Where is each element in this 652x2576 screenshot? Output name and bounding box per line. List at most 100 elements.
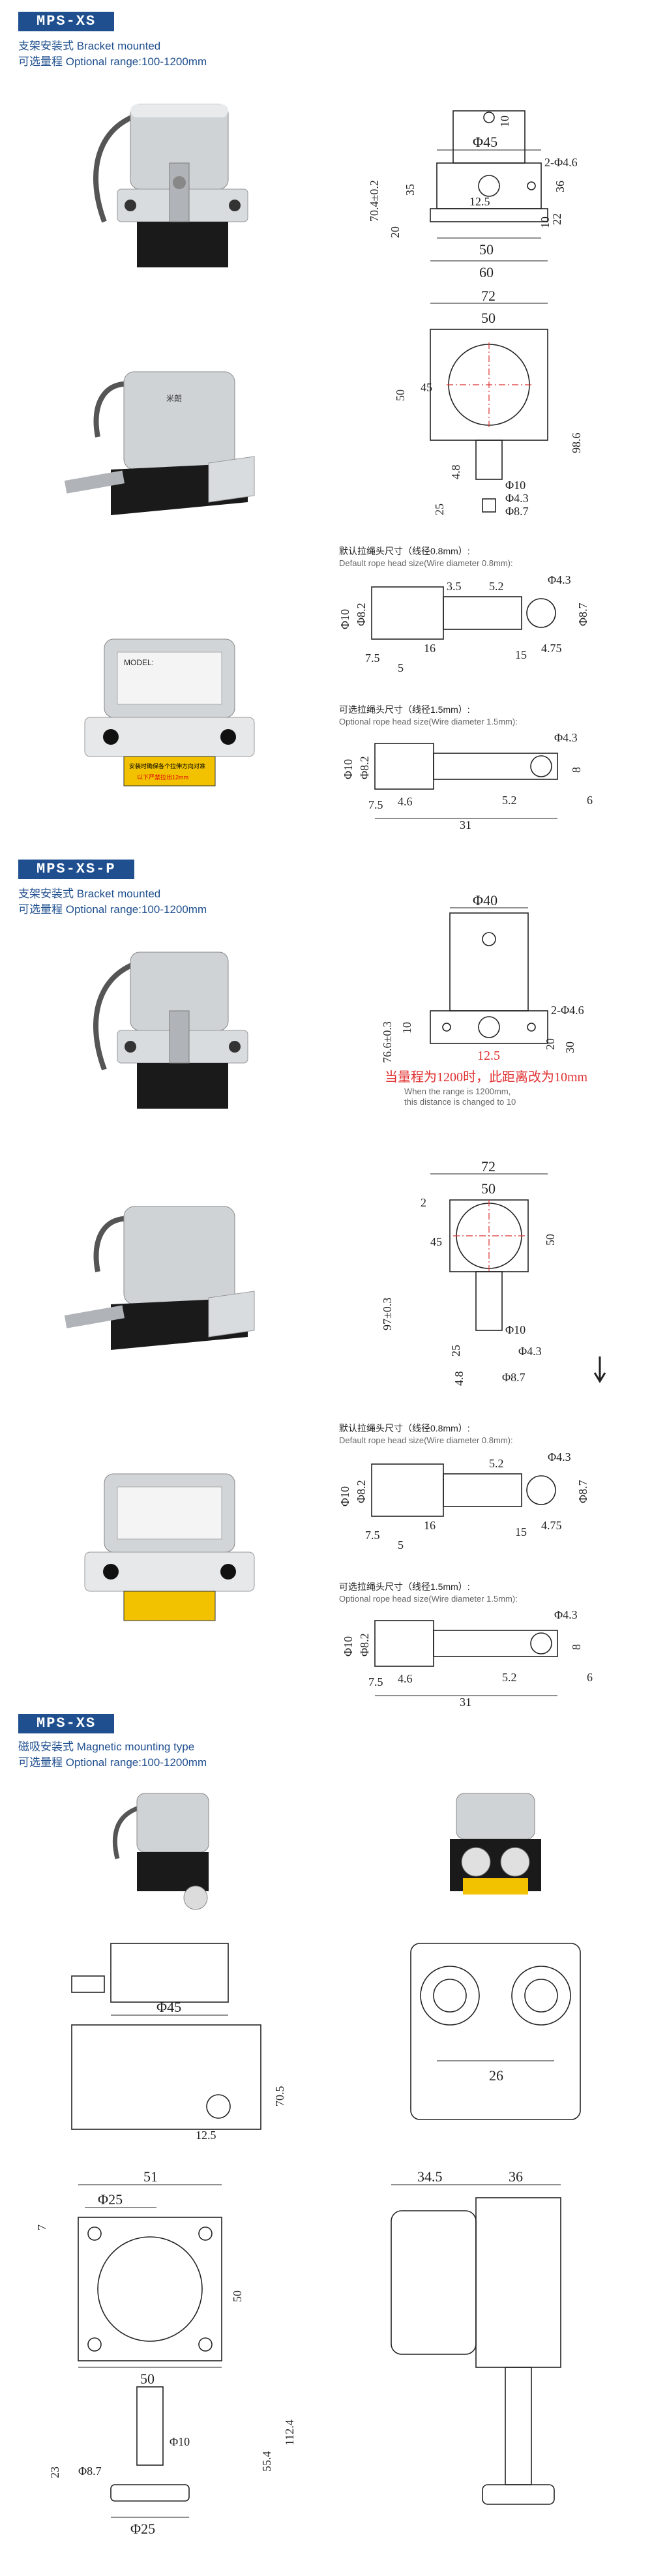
drawing-s2-front: Φ40 76.6±0.3 10 2-Φ4.6 20 30 12.5 当量程为12… [381,893,588,1107]
section2-subtitle: 支架安装式 Bracket mounted [18,888,161,900]
s3-phi45: Φ45 [156,1999,181,2015]
sensor-photo-front [93,104,248,267]
dim-48: 4.8 [449,465,462,480]
s2-phi87: Φ8.7 [502,1371,526,1384]
dim-2-phi46: 2-Φ4.6 [544,156,578,169]
s3-50v: 50 [231,2290,244,2302]
s2-10: 10 [400,1022,413,1034]
s3-1124: 112.4 [283,2419,296,2446]
sensor-photo-p-label [84,1473,255,1621]
s2-50v: 50 [544,1234,557,1246]
head2-31: 31 [460,818,471,831]
rope-head-optional-s1: 可选拉绳头尺寸（线径1.5mm）: Optional rope head siz… [339,704,593,831]
photo-model-label: MODEL: [124,658,154,667]
s2-head2-52: 5.2 [502,1671,517,1684]
s2-head1-phi82: Φ8.2 [355,1480,368,1503]
section1-badge: MPS-XS [18,12,115,31]
s3-26: 26 [489,2067,503,2084]
rope-optional-en: Optional rope head size(Wire diameter 1.… [339,717,518,726]
head1-475: 4.75 [541,642,562,655]
s3-phi25: Φ25 [98,2191,123,2208]
rope-optional-en-s2: Optional rope head size(Wire diameter 1.… [339,1594,518,1604]
rope-default-en-s2: Default rope head size(Wire diameter 0.8… [339,1435,513,1445]
section3-range: 可选量程 Optional range:100-1200mm [18,1756,207,1769]
s3-51: 51 [143,2172,158,2185]
section2-badge: MPS-XS-P [18,860,134,879]
s2-head2-6: 6 [587,1671,593,1684]
head1-phi10: Φ10 [338,609,351,629]
drawing-s1-side: 72 50 45 50 98.6 4.8 25 Φ10 Φ4.3 Φ8.7 [394,290,583,518]
s2-head2-75: 7.5 [368,1675,383,1688]
head1-35: 3.5 [447,580,462,593]
head2-52: 5.2 [502,794,517,807]
dim-986: 98.6 [570,433,583,454]
dim-phi10: Φ10 [505,479,526,492]
s3-125: 12.5 [196,2129,216,2142]
dim-10b: 10 [539,217,552,228]
head1-phi87: Φ8.7 [576,603,589,626]
s2-25: 25 [449,1345,462,1356]
rope-head-default-s1: 默认拉绳头尺寸（线径0.8mm）: Default rope head size… [338,546,589,674]
photo-warning-1: 安装时确保各个拉伸方向对准 [129,762,205,770]
drawing-s3-bottom: 51 Φ25 7 50 50 112.4 55.4 Φ10 23 Φ8.7 Φ2… [35,2172,296,2537]
s3-50h: 50 [140,2371,155,2387]
s2-head1-52: 5.2 [489,1457,504,1470]
s2-97: 97±0.3 [381,1298,394,1330]
s2-30: 30 [563,1041,576,1053]
dim-50: 50 [479,241,494,258]
rope-default-cn-s2: 默认拉绳头尺寸（线径0.8mm）: [339,1423,470,1433]
s2-phi40: Φ40 [473,893,497,908]
drawing-s3-side: 34.5 36 [391,2172,561,2505]
rope-optional-cn: 可选拉绳头尺寸（线径1.5mm）: [339,704,470,715]
s2-head1-475: 4.75 [541,1519,562,1532]
dim-36: 36 [554,181,567,192]
s2-head2-46: 4.6 [398,1672,413,1685]
dim-10: 10 [498,115,511,127]
s2-45: 45 [430,1235,442,1248]
dim-60: 60 [479,264,494,280]
sensor-photo-angled: 米朗 [64,371,255,515]
s2-72: 72 [481,1161,496,1175]
sensor-photo-p-angled [64,1206,255,1350]
s2-phi43: Φ4.3 [518,1345,542,1358]
dim-35: 35 [404,184,417,196]
s2-head1-75: 7.5 [365,1529,380,1542]
rope-head-default-s2: 默认拉绳头尺寸（线径0.8mm）: Default rope head size… [338,1423,589,1551]
drawing-s3-back: 26 [410,1943,581,2120]
head2-phi82: Φ8.2 [358,756,371,779]
dim-72: 72 [481,290,496,304]
s3-345: 34.5 [417,2172,443,2185]
red-note-en2: this distance is changed to 10 [404,1097,516,1107]
s2-head2-phi10: Φ10 [342,1636,355,1656]
dim-704: 70.4±0.2 [368,180,381,222]
head1-5: 5 [398,661,404,674]
s2-2-phi46: 2-Φ4.6 [551,1004,584,1017]
section3-badge: MPS-XS [18,1714,115,1733]
head2-phi43: Φ4.3 [554,731,578,744]
s2-50-top: 50 [481,1180,496,1197]
section1-subtitle: 支架安装式 Bracket mounted [18,40,161,52]
head1-75: 7.5 [365,651,380,665]
section3-subtitle: 磁吸安装式 Magnetic mounting type [18,1741,195,1753]
s2-head1-16: 16 [424,1519,436,1532]
magnetic-sensor-photo-1 [112,1793,209,1910]
head1-15: 15 [515,648,527,661]
s3-phi10: Φ10 [170,2435,190,2448]
red-note-cn: 当量程为1200时，此距离改为10mm [385,1070,588,1085]
head2-75: 7.5 [368,798,383,811]
s2-head1-phi87: Φ8.7 [576,1480,589,1503]
s2-head2-31: 31 [460,1696,471,1709]
dim-25: 25 [433,503,446,515]
drawing-s2-side: 72 50 2 45 97±0.3 50 Φ10 25 Φ4.3 4.8 Φ8.… [381,1161,606,1386]
s3-36: 36 [509,2172,523,2185]
s3-phi25b: Φ25 [130,2521,155,2537]
drawing-s3-front: Φ45 70.5 12.5 [71,1943,286,2142]
head2-6: 6 [587,794,593,807]
s2-head2-phi43: Φ4.3 [554,1608,578,1621]
dim-phi87: Φ8.7 [505,505,529,518]
red-note-en1: When the range is 1200mm, [404,1086,511,1096]
dim-22: 22 [550,213,563,225]
head1-52: 5.2 [489,580,504,593]
dim-50v: 50 [394,389,407,401]
s2-head1-phi43: Φ4.3 [548,1450,571,1463]
